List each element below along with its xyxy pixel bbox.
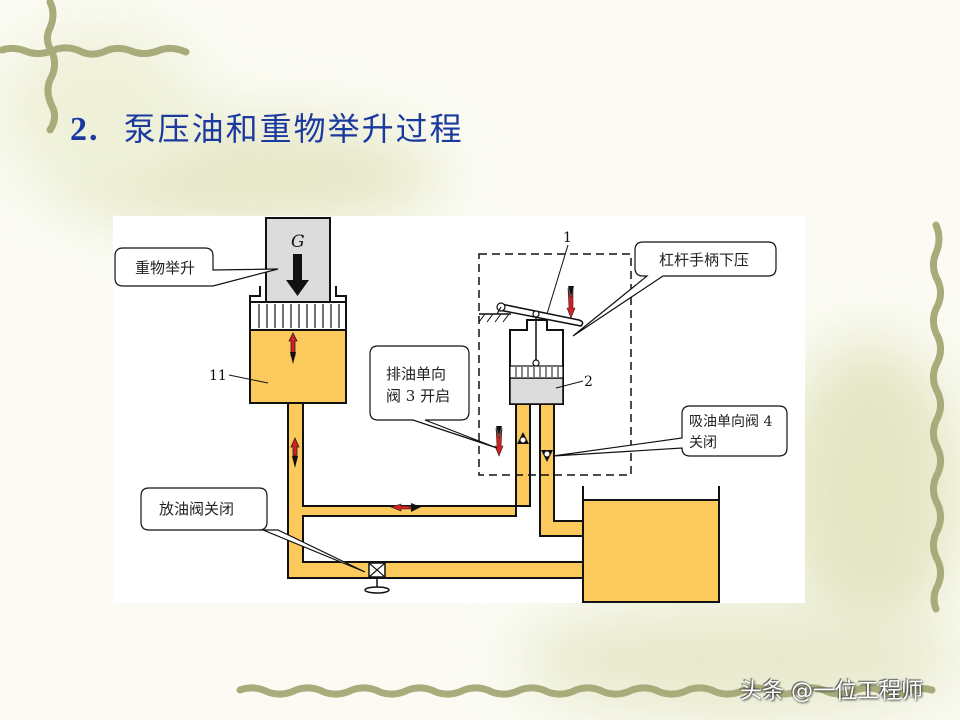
large-piston — [249, 301, 347, 331]
lever-press-arrow — [566, 287, 576, 319]
cylinder-lip-left — [249, 286, 261, 302]
watermark: 头条 @一位工程师 — [740, 679, 923, 704]
discharge-flow-arrow — [494, 427, 504, 457]
release-valve-handle — [364, 586, 390, 594]
pump-piston-serrated — [509, 365, 564, 379]
flow-arrow-up-pipe — [290, 437, 300, 460]
part-label-11: 11 — [209, 368, 227, 384]
part-label-1: 1 — [563, 230, 572, 246]
lever-handle — [498, 303, 584, 327]
oil-tank — [582, 499, 720, 603]
vine-top-left-horizontal — [0, 44, 190, 58]
callout-discharge-line1: 排油单向 — [386, 365, 446, 383]
pump-piston-gray — [509, 377, 564, 405]
callout-release-valve: 放油阀关闭 — [159, 500, 234, 518]
callout-load-rise-box — [114, 247, 279, 287]
callout-discharge-box — [369, 345, 498, 449]
callout-suction-box — [552, 405, 788, 457]
part-label-2: 2 — [584, 374, 593, 390]
vine-bottom-horizontal — [236, 684, 936, 698]
bg-blob — [520, 600, 960, 720]
hydraulic-jack-diagram: G 11 — [113, 216, 805, 603]
vine-right-vertical — [929, 221, 945, 613]
large-cylinder-oil — [249, 329, 347, 404]
pipe-network-outer — [287, 395, 584, 579]
callout-release-box — [140, 487, 366, 573]
callout-discharge-line2: 阀 3 开启 — [386, 387, 450, 405]
pump-boundary — [478, 253, 632, 476]
load-symbol: G — [291, 232, 305, 252]
cylinder-lip-right — [335, 286, 347, 302]
slide-title: 2. 泵压油和重物举升过程 — [70, 104, 464, 150]
callout-lever-press: 杠杆手柄下压 — [659, 251, 749, 269]
title-text: 泵压油和重物举升过程 — [123, 110, 464, 148]
diagram-svg: G 11 — [114, 217, 788, 603]
vine-top-left-vertical — [43, 0, 59, 134]
callout-suction-line2: 关闭 — [689, 435, 717, 451]
callout-suction-line1: 吸油单向阀 4 — [689, 414, 772, 430]
callout-load-rise: 重物举升 — [135, 259, 195, 277]
flow-arrow-left-pipe — [390, 503, 414, 512]
load-arrow-down — [286, 254, 309, 296]
callout-lever-box — [572, 241, 777, 337]
suction-pipe — [539, 395, 584, 537]
title-number: 2. — [70, 111, 100, 148]
